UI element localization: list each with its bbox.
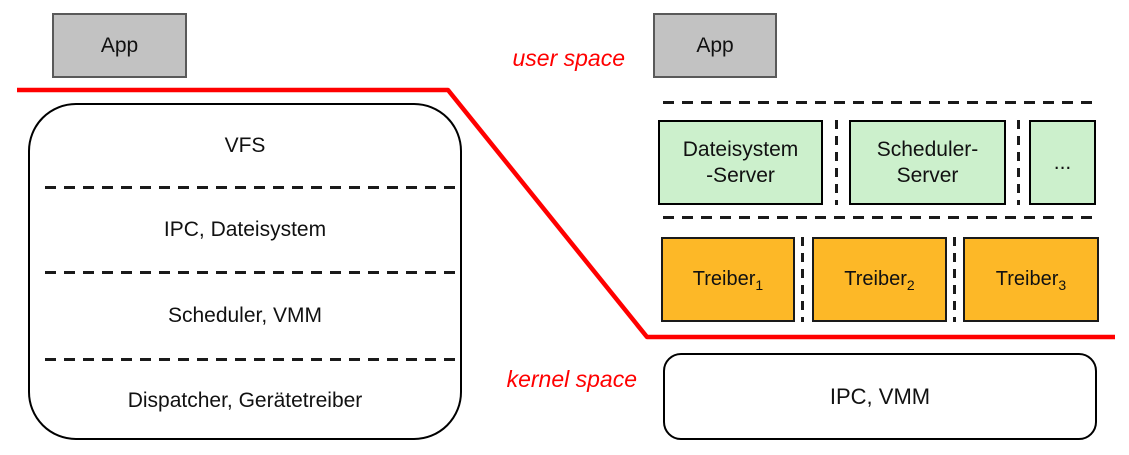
server-row-bottom-dashed: [663, 216, 1093, 219]
driver-box-treiber3: Treiber3: [963, 237, 1099, 322]
layer-label: IPC, Dateisystem: [163, 217, 327, 241]
microkernel-kernel-label: IPC, VMM: [829, 383, 931, 409]
server-separator-dashed: [835, 120, 838, 205]
monolithic-kernel-box: VFS IPC, Dateisystem Scheduler, VMM Disp…: [28, 103, 462, 440]
driver-subscript: 2: [906, 277, 915, 293]
monolithic-layer-ipc-dateisystem: IPC, Dateisystem: [30, 187, 460, 272]
driver-box-treiber2: Treiber2: [812, 237, 947, 322]
microkernel-kernel-box: IPC, VMM: [663, 353, 1097, 440]
layer-label: Dispatcher, Gerätetreiber: [127, 388, 363, 412]
monolithic-app-label: App: [100, 33, 139, 57]
kernel-space-label: kernel space: [506, 366, 637, 392]
driver-label: Treiber3: [995, 268, 1067, 293]
layer-label: Scheduler, VMM: [167, 303, 323, 327]
layer-divider-dashed: [45, 358, 461, 361]
microkernel-app-box: App: [653, 13, 777, 78]
server-box-dateisystem: Dateisystem -Server: [658, 120, 823, 205]
server-box-ellipsis: ...: [1029, 120, 1096, 205]
server-separator-dashed: [1017, 120, 1020, 205]
layer-divider-dashed: [45, 271, 461, 274]
driver-label: Treiber1: [692, 268, 764, 293]
server-label-line: Server: [896, 163, 959, 187]
user-space-label: user space: [512, 45, 625, 71]
microkernel-app-label: App: [696, 33, 734, 57]
server-box-scheduler: Scheduler- Server: [849, 120, 1006, 205]
monolithic-layer-vfs: VFS: [30, 105, 460, 187]
monolithic-layer-scheduler-vmm: Scheduler, VMM: [30, 272, 460, 359]
server-label-line: Dateisystem: [682, 137, 799, 161]
driver-subscript: 1: [755, 277, 764, 293]
driver-name: Treiber: [995, 268, 1059, 290]
driver-name: Treiber: [844, 268, 907, 290]
driver-separator-dashed: [953, 237, 956, 322]
driver-separator-dashed: [801, 237, 804, 322]
server-label-line: ...: [1053, 150, 1072, 174]
server-label-line: Scheduler-: [876, 137, 979, 161]
layer-divider-dashed: [45, 186, 461, 189]
layer-label: VFS: [224, 134, 266, 157]
driver-subscript: 3: [1058, 277, 1067, 293]
monolithic-app-box: App: [52, 13, 187, 78]
driver-label: Treiber2: [844, 268, 915, 293]
server-row-top-dashed: [663, 101, 1093, 104]
monolithic-layer-dispatcher-geraetetreiber: Dispatcher, Gerätetreiber: [30, 359, 460, 442]
driver-name: Treiber: [692, 268, 756, 290]
driver-box-treiber1: Treiber1: [661, 237, 795, 322]
server-label-line: -Server: [706, 163, 775, 187]
